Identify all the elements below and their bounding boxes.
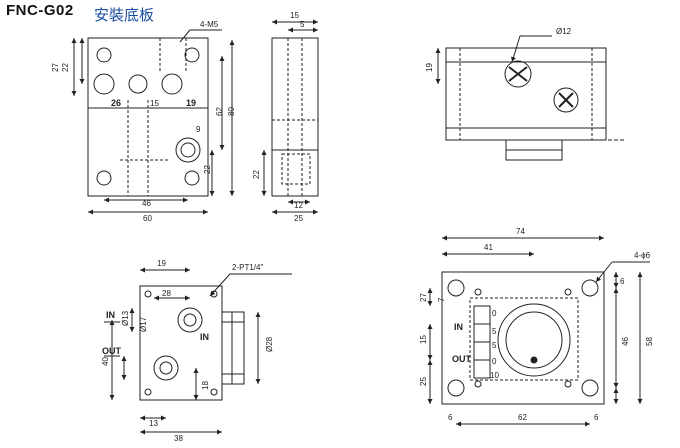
bl-callout-pt: 2-PT1/4": [232, 263, 263, 272]
front-port-lower: [175, 137, 201, 163]
bottom-right-view: [427, 235, 650, 427]
br-dim-7: 7: [437, 297, 446, 302]
front-dim-22v: 22: [203, 165, 212, 174]
front-dim-22: 22: [61, 63, 70, 72]
front-view: [71, 29, 235, 215]
bl-out-port: [153, 355, 179, 381]
br-dial-outer: [497, 303, 571, 377]
bl-dim-28: 28: [162, 289, 171, 298]
front-dim-46: 46: [142, 199, 151, 208]
br-scale-tick-4: 10: [490, 371, 499, 380]
br-port-out: OUT: [452, 354, 472, 364]
bl-dim-19: 19: [157, 259, 166, 268]
front-dim-26: 26: [111, 98, 121, 108]
front-dim-9: 9: [196, 125, 201, 134]
side-dim-5: 5: [300, 20, 305, 29]
bl-port-in2: IN: [200, 332, 209, 342]
br-scale-tick-3: 0: [492, 357, 497, 366]
br-dim-6-left: 6: [448, 413, 453, 422]
br-mount-hole-br: [581, 379, 599, 397]
iso-port-upper: [504, 60, 532, 88]
br-dim-46: 46: [621, 337, 630, 346]
front-port-mid: [128, 74, 148, 94]
front-dim-27: 27: [51, 63, 60, 72]
front-dim-80: 80: [227, 107, 236, 116]
bl-knob: [221, 311, 245, 385]
front-dim-60: 60: [143, 214, 152, 223]
bl-dim-dia28: Ø28: [265, 336, 274, 352]
br-port-in: IN: [454, 322, 463, 332]
front-dim-19: 19: [186, 98, 196, 108]
br-dim-6-right: 6: [594, 413, 599, 422]
br-dim-15: 15: [419, 335, 428, 344]
bl-dim-38: 38: [174, 434, 183, 443]
bl-corner-hole-tl: [144, 290, 152, 298]
title-model: FNC-G02: [6, 2, 74, 19]
bl-dim-40: 40: [101, 357, 110, 366]
br-plate-outline: [441, 271, 605, 405]
br-dim-74: 74: [516, 227, 525, 236]
bl-port-out: OUT: [102, 346, 122, 356]
iso-dim-19: 19: [425, 63, 434, 72]
br-dim-62: 62: [518, 413, 527, 422]
iso-view: [435, 35, 624, 161]
br-scale-tick-2: 5: [492, 341, 497, 350]
side-dim-22: 22: [252, 170, 261, 179]
front-callout-4m5: 4-M5: [200, 20, 219, 29]
front-mount-hole-br: [184, 170, 200, 186]
br-dim-27: 27: [419, 293, 428, 302]
side-dim-15: 15: [290, 11, 299, 20]
bl-in-port-inner: [183, 313, 197, 327]
bl-port-in: IN: [106, 310, 115, 320]
front-mount-hole-tr: [184, 47, 200, 63]
side-dim-12: 12: [294, 201, 303, 210]
front-mount-hole-tl: [96, 47, 112, 63]
bl-dim-18: 18: [201, 381, 210, 390]
iso-port-lower: [553, 87, 579, 113]
br-mount-hole-tr: [581, 279, 599, 297]
br-scale-tick-1: 5: [492, 327, 497, 336]
side-plate-outline: [271, 37, 319, 197]
br-dial-inner: [505, 311, 563, 369]
bottom-left-view: [104, 267, 292, 435]
br-mount-hole-tl: [447, 279, 465, 297]
br-mount-hole-bl: [447, 379, 465, 397]
br-callout-phi6: 4-ϕ6: [634, 251, 651, 260]
bl-corner-hole-bl: [144, 388, 152, 396]
br-dim-41: 41: [484, 243, 493, 252]
bl-corner-hole-br: [210, 388, 218, 396]
bl-dim-13: 13: [149, 419, 158, 428]
front-port-left: [93, 73, 115, 95]
br-dim-25: 25: [419, 377, 428, 386]
front-port-lower-inner: [180, 142, 196, 158]
bl-in-port: [177, 307, 203, 333]
br-scale-tick-0: 0: [492, 309, 497, 318]
side-dim-25: 25: [294, 214, 303, 223]
bl-out-port-inner: [159, 361, 173, 375]
iso-dim-dia12: Ø12: [556, 27, 572, 36]
title-name: 安裝底板: [94, 6, 155, 24]
bl-dim-dia13: Ø13: [121, 310, 130, 326]
br-dim-6-top: 6: [620, 277, 625, 286]
side-view: [261, 19, 319, 215]
br-dim-58: 58: [645, 337, 654, 346]
front-dim-15: 15: [150, 99, 159, 108]
front-mount-hole-bl: [96, 170, 112, 186]
front-dim-62: 62: [215, 107, 224, 116]
front-port-right: [161, 73, 183, 95]
bl-dim-dia17: Ø17: [139, 316, 148, 332]
